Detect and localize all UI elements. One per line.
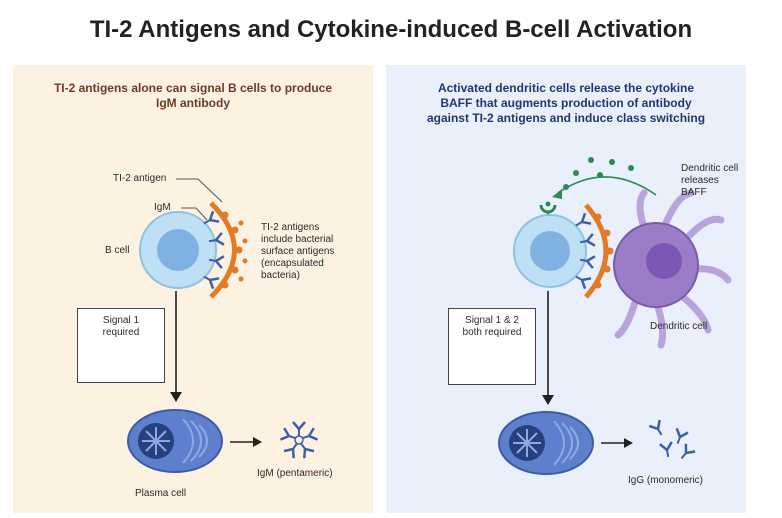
baff-molecules: [563, 157, 634, 190]
page-title: TI-2 Antigens and Cytokine-induced B-cel…: [89, 16, 693, 43]
dendritic-cell: [613, 189, 732, 349]
ti2-note-line-4: (encapsulated: [261, 258, 324, 269]
signal-1-text: Signal 1 required: [78, 315, 164, 339]
signal-1-2-text: Signal 1 & 2 both required: [449, 315, 535, 339]
igm-product-label: IgM (pentameric): [257, 468, 333, 479]
ti2-note-line-5: bacteria): [261, 270, 300, 281]
ti2-note-line-2: include bacterial: [261, 234, 334, 245]
b-cell-nucleus: [157, 229, 199, 271]
signal-1-box: Signal 1 required: [77, 308, 165, 383]
left-heading: TI-2 antigens alone can signal B cells t…: [13, 81, 373, 111]
ti2-note-line-3: surface antigens: [261, 246, 335, 257]
b-cell-label: B cell: [105, 245, 130, 256]
left-heading-line-2: IgM antibody: [156, 96, 230, 110]
dendritic-release-line-1: Dendritic cell: [681, 163, 739, 174]
igg-product-label: IgG (monomeric): [628, 475, 704, 486]
signal-1-2-box: Signal 1 & 2 both required: [448, 308, 536, 385]
signal-1-2-line-1: Signal 1 & 2: [465, 315, 519, 326]
signal-1-2-line-2: both required: [462, 327, 522, 338]
ti2-antigen-epitopes: [594, 213, 614, 289]
ti2-antigen-label: TI-2 antigen: [113, 173, 167, 184]
left-heading-line-1: TI-2 antigens alone can signal B cells t…: [53, 81, 333, 95]
ti2-antigen-surface: [209, 201, 237, 299]
ti2-note-line-1: TI-2 antigens: [261, 222, 320, 233]
plasma-cell-label: Plasma cell: [135, 488, 187, 499]
left-panel: TI-2 antigens alone can signal B cells t…: [13, 65, 373, 513]
dendritic-release-label: Dendritic cell releases BAFF: [681, 163, 746, 199]
ti2-antigen-surface: [584, 203, 609, 299]
igm-leader: [181, 207, 208, 221]
igg-monomers-icon: [648, 418, 697, 464]
igm-label: IgM: [154, 202, 171, 213]
dendritic-release-line-2: releases BAFF: [681, 175, 719, 198]
igm-pentamer-icon: [279, 420, 319, 460]
baff-release-arrow: [557, 176, 657, 196]
b-cell-nucleus: [530, 231, 570, 271]
right-heading: Activated dendritic cells release the cy…: [386, 81, 746, 126]
ti2-antigen-epitopes: [221, 211, 248, 289]
left-diagram: [107, 178, 319, 473]
ti2-note: TI-2 antigens include bacterial surface …: [261, 222, 334, 282]
right-heading-line-1: Activated dendritic cells release the cy…: [437, 81, 695, 95]
signal-1-line-2: required: [102, 327, 140, 338]
ti2-antigen-leader: [176, 178, 223, 203]
dendritic-cell-label: Dendritic cell: [650, 321, 708, 332]
right-panel: Activated dendritic cells release the cy…: [386, 65, 746, 513]
signal-1-line-1: Signal 1: [102, 315, 140, 326]
right-heading-line-2: BAFF that augments production of antibod…: [440, 96, 692, 110]
right-diagram: [464, 157, 732, 475]
right-heading-line-3: against TI-2 antigens and induce class s…: [426, 111, 706, 125]
